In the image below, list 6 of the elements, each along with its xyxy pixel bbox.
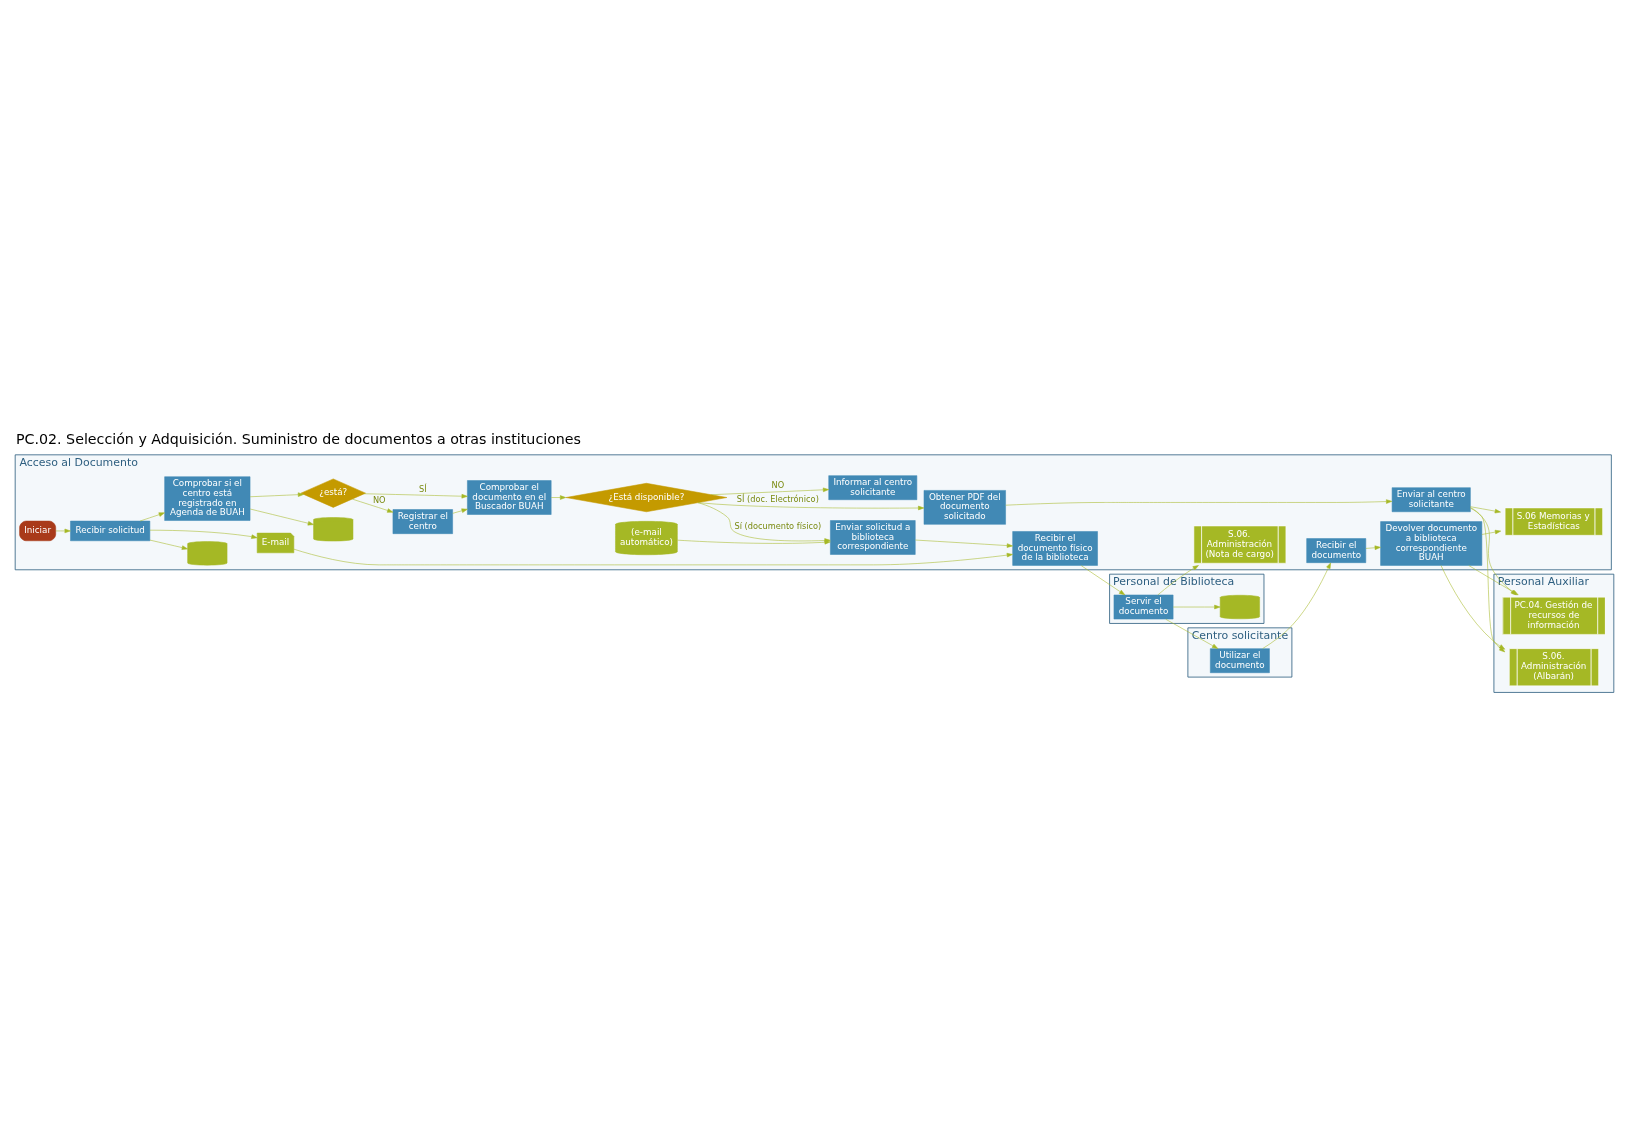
- edge-label: SÍ (doc. Electrónico): [736, 493, 819, 504]
- diagram-title: PC.02. Selección y Adquisición. Suministro de documentos a otras instituciones: [15, 430, 582, 447]
- edge-label: NO: [771, 479, 785, 490]
- edge-label: NO: [372, 494, 386, 505]
- edge-label: SÍ: [418, 483, 427, 494]
- edge-label: Sí (documento físico): [734, 520, 822, 531]
